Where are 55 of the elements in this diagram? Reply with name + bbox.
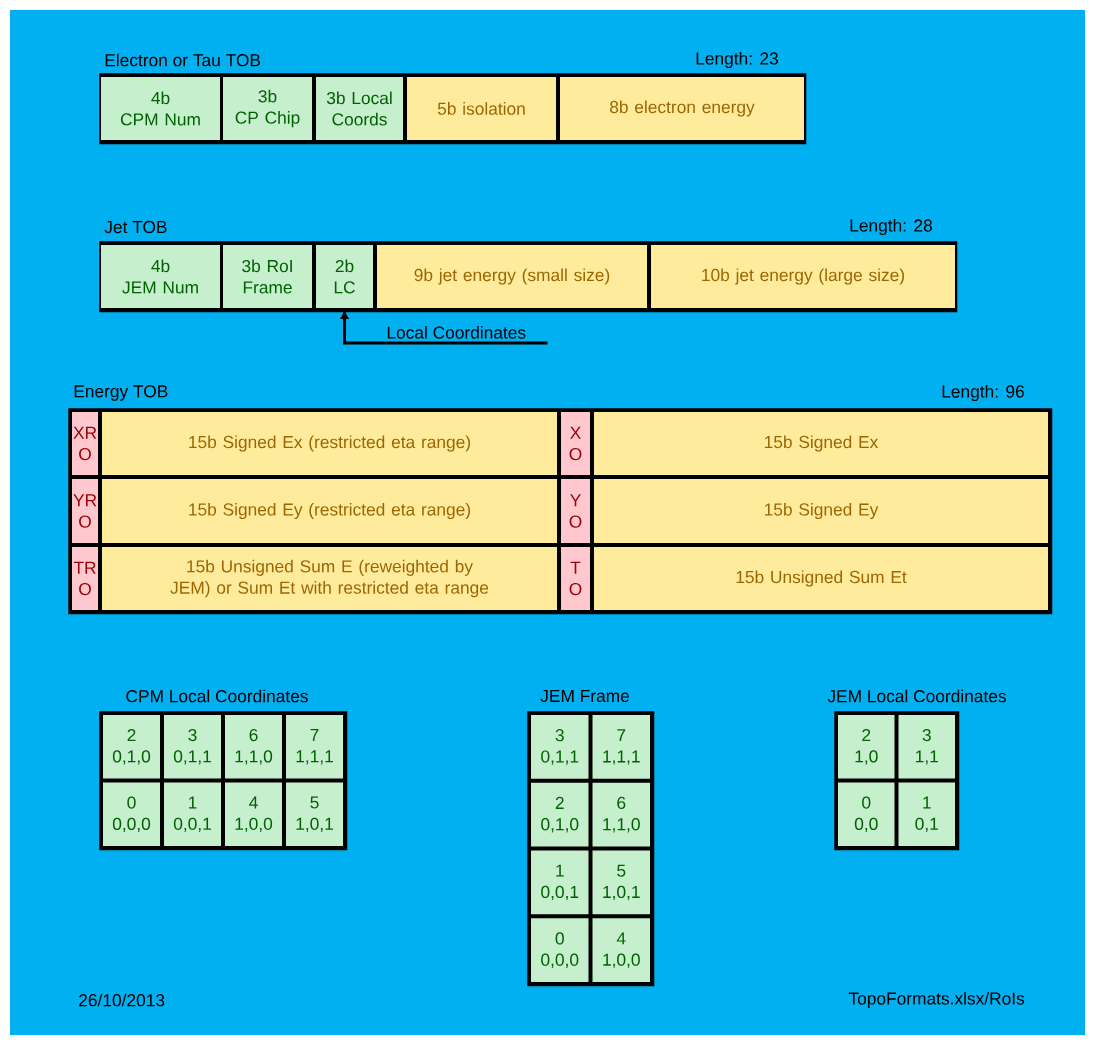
grid-cell: 3 1,1 [898,715,955,779]
grid-cell: 2 1,0 [838,715,895,779]
field-cell: YR O [72,479,98,543]
grid-cell: 2 0,1,0 [531,782,589,847]
grid-cell: 7 1,1,1 [286,715,343,779]
field-cell: X O [561,412,590,475]
field-cell: 15b Signed Ex [594,412,1048,475]
field-cell: 15b Unsigned Sum E (reweighted by JEM) or Sum Et with restricted eta range [102,547,557,610]
field-cell: 3b RoI Frame [223,245,312,308]
field-cell: 15b Signed Ex (restricted eta range) [102,412,557,475]
leader-arrow [340,311,548,345]
field-cell: 15b Signed Ey (restricted eta range) [102,479,557,543]
grid-cell: 3 0,1,1 [164,715,221,779]
grid-cell: 2 0,1,0 [103,715,160,779]
grid-cell: 1 0,1 [898,782,955,846]
field-cell: T O [561,547,590,610]
field-cell: Y O [561,479,590,543]
field-cell: 3b Local Coords [316,77,403,140]
field-cell: 9b jet energy (small size) [377,245,647,308]
grid-cell: 5 1,0,1 [286,782,343,846]
field-cell: 8b electron energy [560,77,804,140]
footer-note: TopoFormats.xlsx/RoIs [848,991,1025,1009]
grid-cell: 0 0,0,0 [103,782,160,846]
field-cell: 15b Signed Ey [594,479,1048,543]
field-cell: 3b CP Chip [223,77,312,140]
grid-cell: 5 1,0,1 [592,850,650,915]
footer-note: 26/10/2013 [79,993,165,1007]
grid-cell: 4 1,0,0 [225,782,282,846]
grid-title: JEM Frame [540,689,629,703]
field-cell: 10b jet energy (large size) [651,245,955,308]
field-cell: XR O [72,412,98,475]
grid-title: JEM Local Coordinates [827,689,1006,703]
grid-cell: 6 1,1,0 [225,715,282,779]
grid-cell: 0 0,0 [838,782,895,846]
grid-cell: 3 0,1,1 [531,715,589,779]
grid-cell: 0 0,0,0 [531,918,589,982]
field-cell: 5b isolation [407,77,556,140]
grid-cell: 7 1,1,1 [592,715,650,779]
field-cell: 4b JEM Num [101,245,220,308]
grid-cell: 4 1,0,0 [592,918,650,982]
callout-text: Local Coordinates [387,326,526,339]
field-cell: TR O [72,547,98,610]
field-cell: 4b CPM Num [101,77,220,140]
grid-title: CPM Local Coordinates [126,689,308,703]
grid-cell: 1 0,0,1 [164,782,221,846]
register-length: Length: 23 [696,51,778,69]
register-length: Length: 28 [850,218,932,236]
register-title: Jet TOB [104,220,167,234]
grid-cell: 1 0,0,1 [531,850,589,915]
field-cell: 15b Unsigned Sum Et [594,547,1048,610]
register-title: Electron or Tau TOB [105,53,261,67]
register-length: Length: 96 [942,384,1024,402]
register-title: Energy TOB [74,385,168,401]
grid-cell: 6 1,1,0 [592,782,650,847]
field-cell: 2b LC [316,245,373,308]
